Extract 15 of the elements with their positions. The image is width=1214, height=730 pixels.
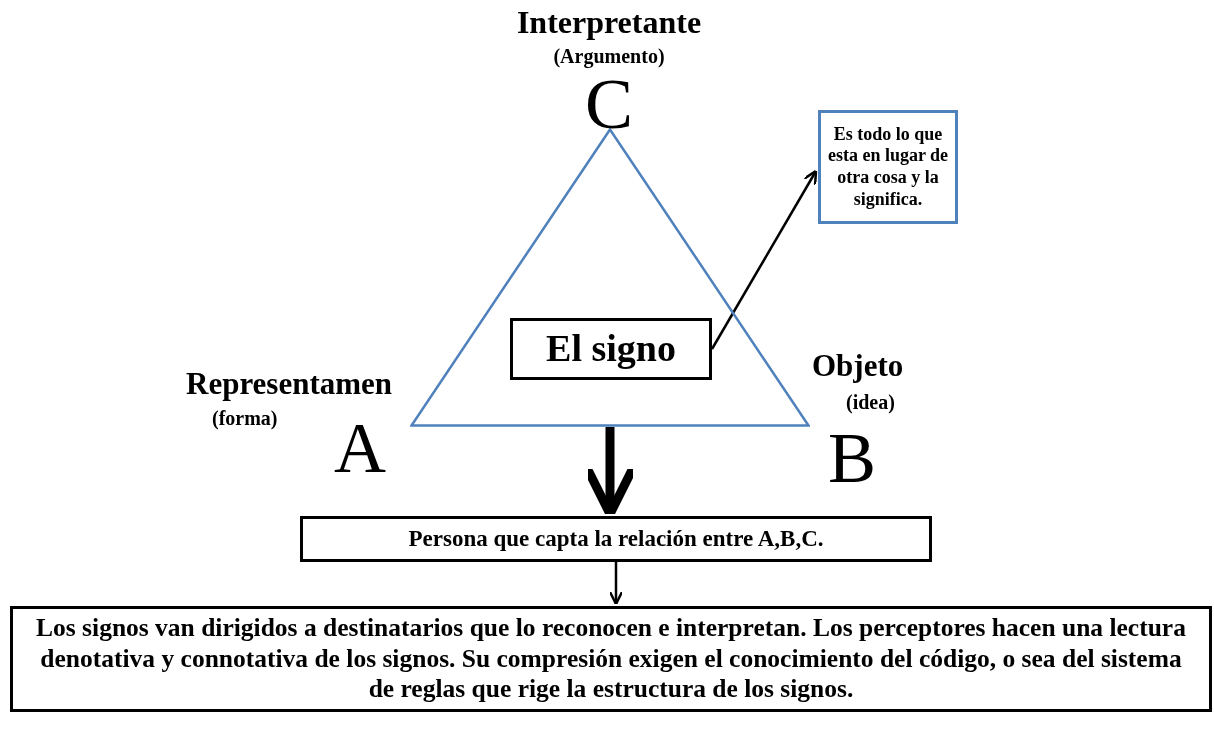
vertex-title: Representamen bbox=[186, 368, 393, 399]
arrow bbox=[608, 562, 624, 606]
vertex-title: Interpretante bbox=[516, 6, 702, 38]
vertex-subtitle: (forma) bbox=[212, 408, 278, 428]
text-box: Los signos van dirigidos a destinatarios que lo reconocen e interpretan. Los perceptores hacen una lectura denotativa y connotativa de los signos. Su compresión exigen el conocimiento del código, o sea del sistema de reglas que rige la estructura de los signos. bbox=[10, 606, 1212, 712]
vertex-title: Objeto bbox=[812, 350, 904, 381]
arrow bbox=[710, 169, 818, 350]
vertex-subtitle: (Argumento) bbox=[553, 46, 665, 66]
vertex-letter: C bbox=[585, 68, 633, 140]
definition-box: Es todo lo que esta en lugar de otra cosa y la significa. bbox=[818, 110, 958, 224]
title-box: El signo bbox=[510, 318, 712, 380]
vertex-letter: B bbox=[828, 422, 877, 494]
text-box: Persona que capta la relación entre A,B,C. bbox=[300, 516, 932, 562]
vertex-letter: A bbox=[334, 412, 386, 484]
vertex-subtitle: (idea) bbox=[846, 392, 895, 412]
